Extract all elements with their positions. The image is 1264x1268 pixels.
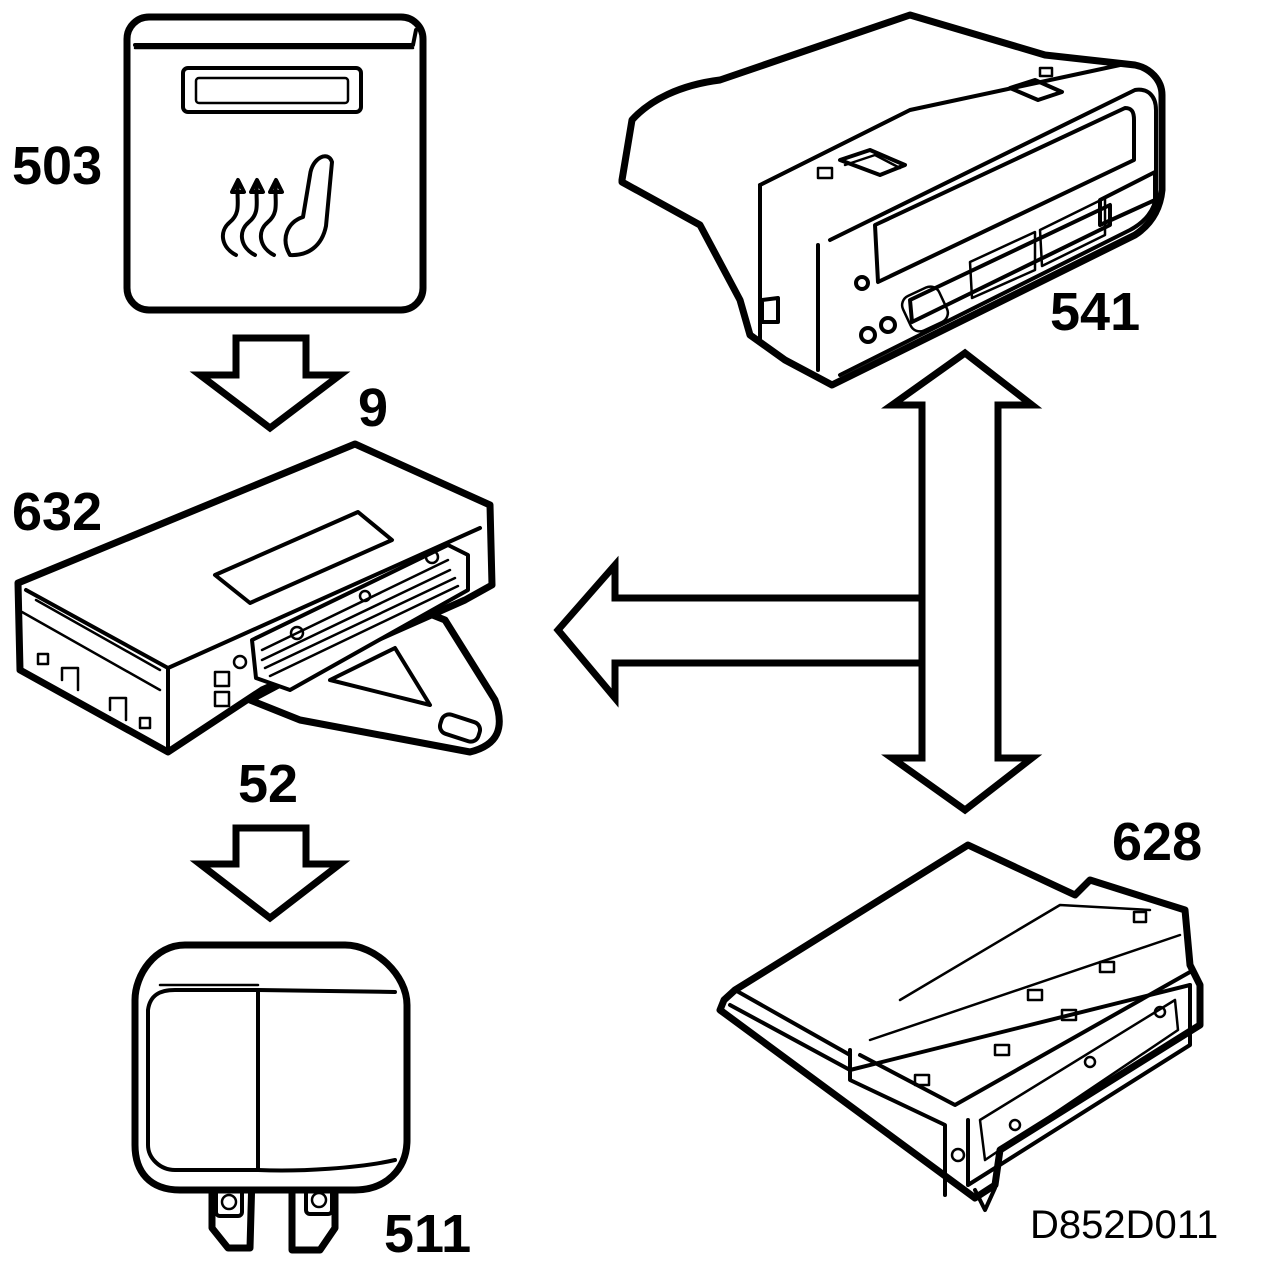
label-503: 503: [12, 136, 102, 196]
label-632: 632: [12, 482, 102, 542]
arrow-bus-display-module: [881, 348, 1043, 815]
module-unit: [716, 841, 1204, 1212]
label-9: 9: [358, 378, 388, 438]
label-52: 52: [238, 754, 298, 814]
arrow-bus-to-control-unit: [553, 555, 926, 708]
control-unit: [14, 440, 503, 756]
heated-seat-icon: [220, 154, 334, 258]
label-511: 511: [384, 1204, 471, 1264]
display-unit: [618, 11, 1166, 389]
label-541: 541: [1050, 282, 1140, 342]
arrow-control-unit-to-relay: [189, 824, 351, 923]
drawing-reference: D852D011: [1030, 1203, 1218, 1247]
arrow-switch-to-control-unit: [189, 334, 351, 433]
seat-heater-switch: [123, 13, 427, 314]
label-628: 628: [1112, 812, 1202, 872]
relay: [131, 941, 411, 1254]
